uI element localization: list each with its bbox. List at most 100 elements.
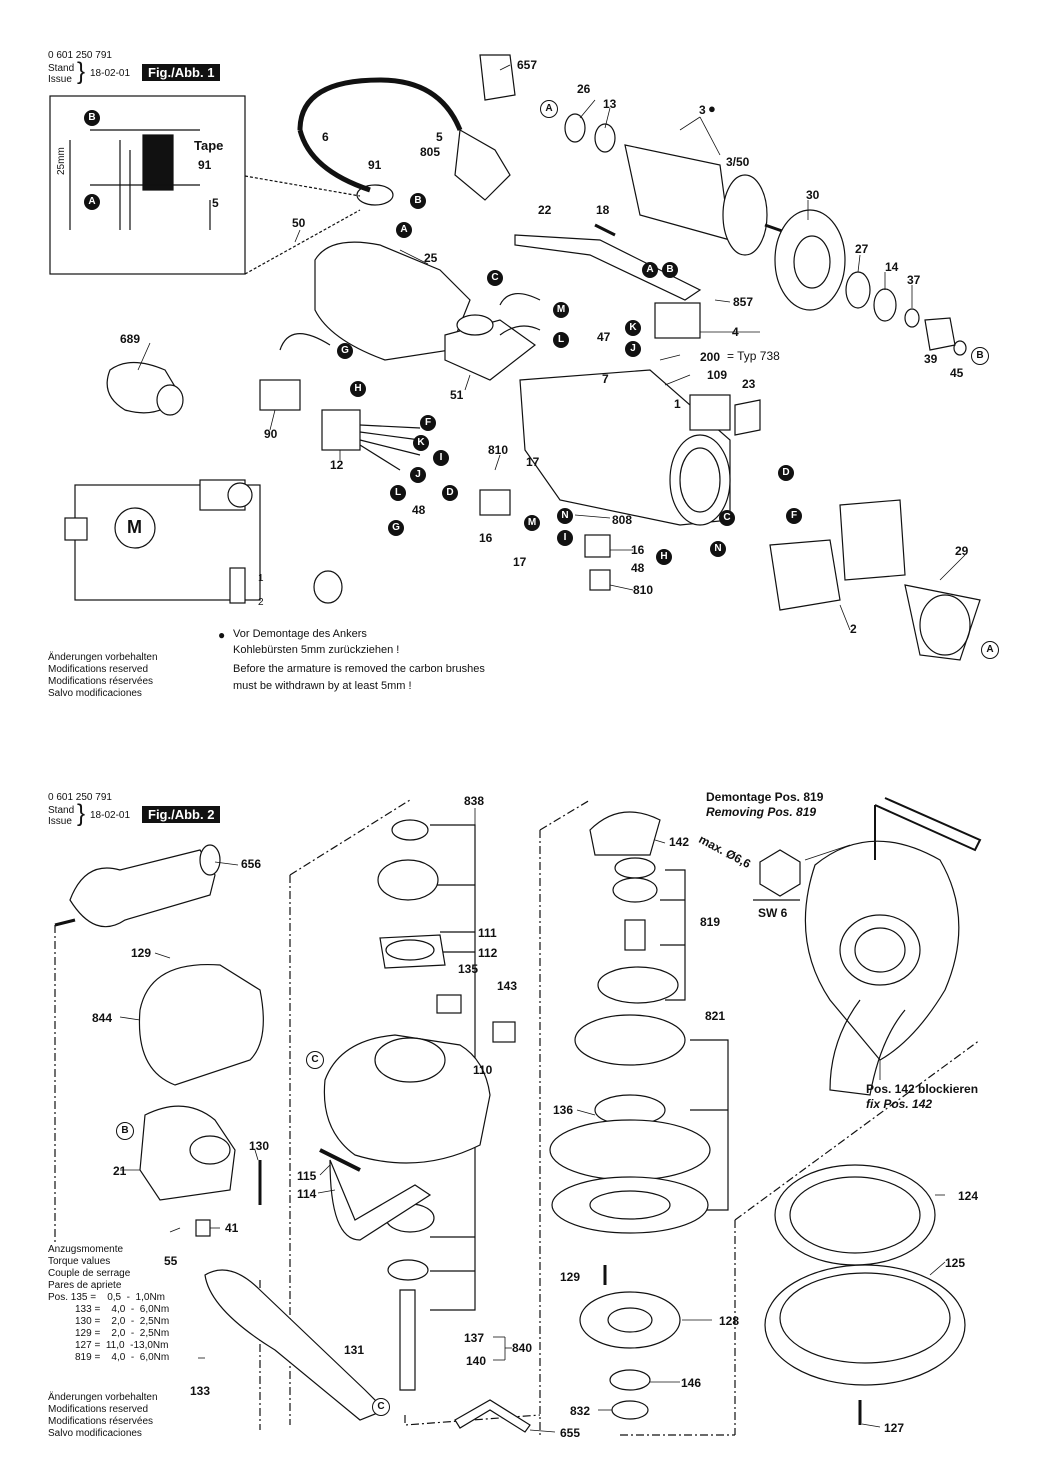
- callout-7: 7: [602, 372, 609, 386]
- callout-140: 140: [466, 1354, 487, 1368]
- connector-n-field: N: [710, 541, 726, 557]
- callout-133: 133: [190, 1384, 211, 1398]
- callout-17-upper: 17: [526, 455, 540, 469]
- callout-3-50: 3/50: [726, 155, 750, 169]
- callout-135: 135: [458, 962, 479, 976]
- callout-857: 857: [733, 295, 754, 309]
- connector-a-switch: A: [642, 262, 658, 278]
- callout-37: 37: [907, 273, 921, 287]
- torque-row: 133 = 4,0 - 6,0Nm: [75, 1304, 170, 1315]
- inset-connector-b: B: [84, 110, 100, 126]
- armature-note-dot-icon: ●: [708, 101, 716, 116]
- inset-connector-a: A: [84, 194, 100, 210]
- callout-3: 3: [699, 103, 706, 117]
- armature-warning-en-1: Before the armature is removed the carbo…: [233, 663, 485, 675]
- callout-657: 657: [517, 58, 538, 72]
- connector-n-brush: N: [557, 508, 573, 524]
- callout-23: 23: [742, 377, 756, 391]
- callout-1: 1: [674, 397, 681, 411]
- fig1-issue-label: Issue: [48, 74, 72, 85]
- callout-131: 131: [344, 1343, 365, 1357]
- inset-5-label: 5: [212, 196, 219, 210]
- fig1-modifications-note: Änderungen vorbehalten Modifications res…: [48, 652, 158, 700]
- callout-39: 39: [924, 352, 938, 366]
- connector-b-spindle: B: [971, 347, 989, 365]
- block-142-de: Pos. 142 blockieren: [866, 1082, 979, 1096]
- callout-48-upper: 48: [412, 503, 426, 517]
- torque-title-es: Pares de apriete: [48, 1280, 122, 1291]
- callout-16-lower: 16: [631, 543, 645, 557]
- connector-c-guard: C: [306, 1051, 324, 1069]
- callout-124: 124: [958, 1189, 979, 1203]
- callout-805: 805: [420, 145, 441, 159]
- callout-47: 47: [597, 330, 611, 344]
- fig1-brace-icon: }: [77, 58, 86, 85]
- fig1-note-de: Änderungen vorbehalten: [48, 652, 158, 663]
- callout-13: 13: [603, 97, 617, 111]
- callout-4: 4: [732, 325, 739, 339]
- connector-l-plug: L: [390, 485, 406, 501]
- callout-137: 137: [464, 1331, 485, 1345]
- connector-b-switch: B: [662, 262, 678, 278]
- callout-128: 128: [719, 1314, 740, 1328]
- callout-127: 127: [884, 1421, 905, 1435]
- fig2-note-en: Modifications reserved: [48, 1404, 149, 1415]
- connector-b-housing: B: [116, 1122, 134, 1140]
- connector-g-capacitor: G: [337, 343, 353, 359]
- block-142-en: fix Pos. 142: [866, 1097, 933, 1111]
- connector-a-cord: A: [396, 222, 412, 238]
- fig2-note-es: Salvo modificaciones: [48, 1428, 142, 1439]
- torque-title-en: Torque values: [48, 1256, 111, 1267]
- callout-2: 2: [850, 622, 857, 636]
- callout-832: 832: [570, 1404, 591, 1418]
- connector-i-brush: I: [557, 530, 573, 546]
- torque-row: Pos. 135 = 0,5 - 1,0Nm: [48, 1292, 166, 1303]
- callout-16-upper: 16: [479, 531, 493, 545]
- connector-a-armature: A: [540, 100, 558, 118]
- callout-819: 819: [700, 915, 721, 929]
- connector-b-cord: B: [410, 193, 426, 209]
- callout-136: 136: [553, 1103, 574, 1117]
- callout-689: 689: [120, 332, 141, 346]
- fig1-stand-label: Stand: [48, 63, 75, 74]
- connector-c-field: C: [719, 510, 735, 526]
- callout-5: 5: [436, 130, 443, 144]
- callout-41: 41: [225, 1221, 239, 1235]
- fig1-figure-label: Fig./Abb. 1: [142, 64, 221, 81]
- connector-h-brush: H: [656, 549, 672, 565]
- fig2-issue-label: Issue: [48, 816, 72, 827]
- torque-title-de: Anzugsmomente: [48, 1244, 124, 1255]
- armature-warning-de-1: Vor Demontage des Ankers: [233, 628, 367, 640]
- fig2-date: 18-02-01: [90, 810, 131, 821]
- callout-50: 50: [292, 216, 306, 230]
- torque-table: Anzugsmomente Torque values Couple de se…: [48, 1244, 169, 1364]
- callout-30: 30: [806, 188, 820, 202]
- callout-48-lower: 48: [631, 561, 645, 575]
- callout-810-upper: 810: [488, 443, 509, 457]
- callout-142: 142: [669, 835, 690, 849]
- callout-810-lower: 810: [633, 583, 654, 597]
- connector-g-brush: G: [388, 520, 404, 536]
- removing-819-en: Removing Pos. 819: [706, 805, 817, 819]
- callout-26: 26: [577, 82, 591, 96]
- fig1-part-number: 0 601 250 791: [48, 50, 112, 61]
- callout-143: 143: [497, 979, 518, 993]
- connector-m-electronics: M: [553, 302, 569, 318]
- connector-f-field: F: [786, 508, 802, 524]
- fig1-date: 18-02-01: [90, 68, 131, 79]
- torque-row: 127 = 11,0 -13,0Nm: [75, 1340, 169, 1351]
- callout-112: 112: [478, 946, 498, 960]
- callout-109: 109: [707, 368, 728, 382]
- torque-row: 819 = 4,0 - 6,0Nm: [75, 1352, 170, 1363]
- connector-c-electronics: C: [487, 270, 503, 286]
- fig1-note-en: Modifications reserved: [48, 664, 149, 675]
- callout-808: 808: [612, 513, 633, 527]
- armature-warning-de-2: Kohlebürsten 5mm zurückziehen !: [233, 644, 400, 656]
- callout-840: 840: [512, 1341, 533, 1355]
- fig2-modifications-note: Änderungen vorbehalten Modifications res…: [48, 1392, 158, 1440]
- callout-55: 55: [164, 1254, 178, 1268]
- connector-k-switch: K: [625, 320, 641, 336]
- connector-m-brush: M: [524, 515, 540, 531]
- callout-25: 25: [424, 251, 438, 265]
- callout-90: 90: [264, 427, 278, 441]
